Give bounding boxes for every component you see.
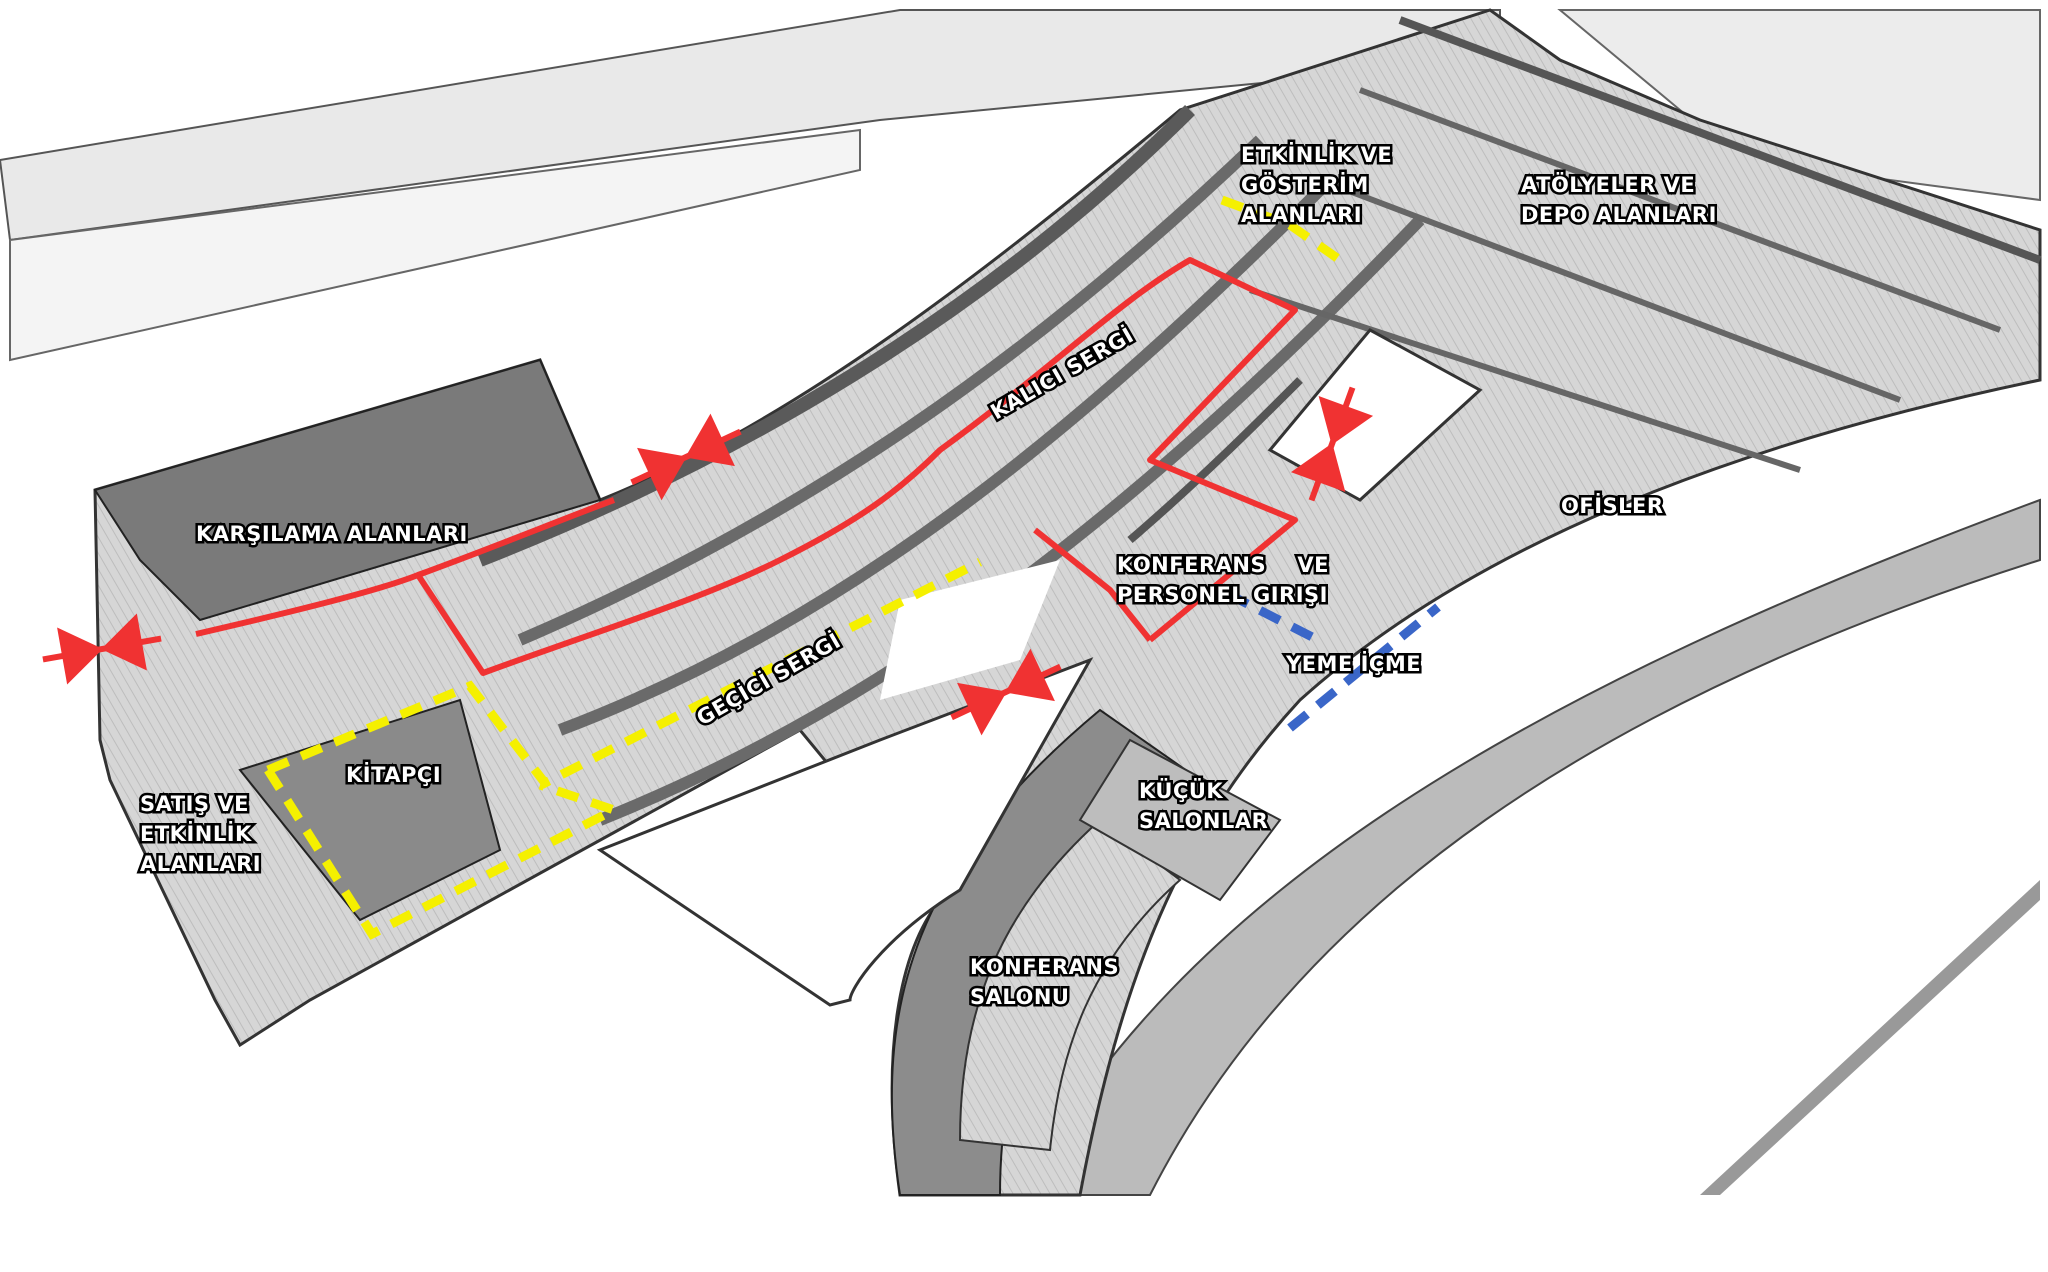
food-route bbox=[1225, 589, 1441, 732]
entrance-markers bbox=[42, 386, 1374, 736]
building bbox=[93, 8, 2042, 1197]
site-context bbox=[0, 9, 2041, 1196]
label-sales-line2: ETKİNLİK bbox=[140, 821, 252, 846]
label-events-line3: ALANLARI bbox=[1241, 203, 1362, 227]
entrance-icon bbox=[1290, 386, 1374, 502]
label-small-halls-line2: SALONLAR bbox=[1139, 809, 1268, 833]
label-conference-entry-line2: PERSONEL GIRIŞI bbox=[1117, 583, 1328, 607]
label-sales-line1: SATIŞ VE bbox=[140, 792, 249, 816]
label-sales-line3: ALANLARI bbox=[140, 852, 261, 876]
space-labels: ETKİNLİK VE GÖSTERİM ALANLARI ATÖLYELER … bbox=[138, 140, 1719, 1012]
label-events-line2: GÖSTERİM bbox=[1241, 172, 1369, 197]
entrance-icon bbox=[950, 648, 1062, 736]
main-route bbox=[195, 257, 1298, 676]
label-conference-hall-line1: KONFERANS bbox=[970, 955, 1119, 979]
label-workshops-line1: ATÖLYELER VE bbox=[1521, 172, 1695, 197]
permanent-exhibition-route-line bbox=[415, 257, 1298, 676]
label-reception: KARŞILAMA ALANLARI bbox=[196, 522, 468, 546]
reception-route-line bbox=[195, 497, 616, 637]
label-small-halls-line1: KÜÇÜK bbox=[1139, 778, 1223, 803]
label-bookstore: KİTAPÇI bbox=[346, 762, 441, 787]
label-conference-entry-line1: KONFERANS VE bbox=[1117, 553, 1329, 577]
label-conference-hall-line2: SALONU bbox=[970, 985, 1070, 1009]
conference-route-line bbox=[1033, 527, 1153, 642]
label-offices: OFİSLER bbox=[1561, 493, 1664, 518]
label-events-line1: ETKİNLİK VE bbox=[1241, 142, 1392, 167]
entrance-icon bbox=[42, 613, 162, 685]
label-food: YEME İÇME bbox=[1285, 651, 1421, 676]
entrance-icon bbox=[630, 413, 742, 501]
temporary-exhibition-route bbox=[264, 195, 1343, 940]
label-workshops-line2: DEPO ALANLARI bbox=[1521, 203, 1717, 227]
